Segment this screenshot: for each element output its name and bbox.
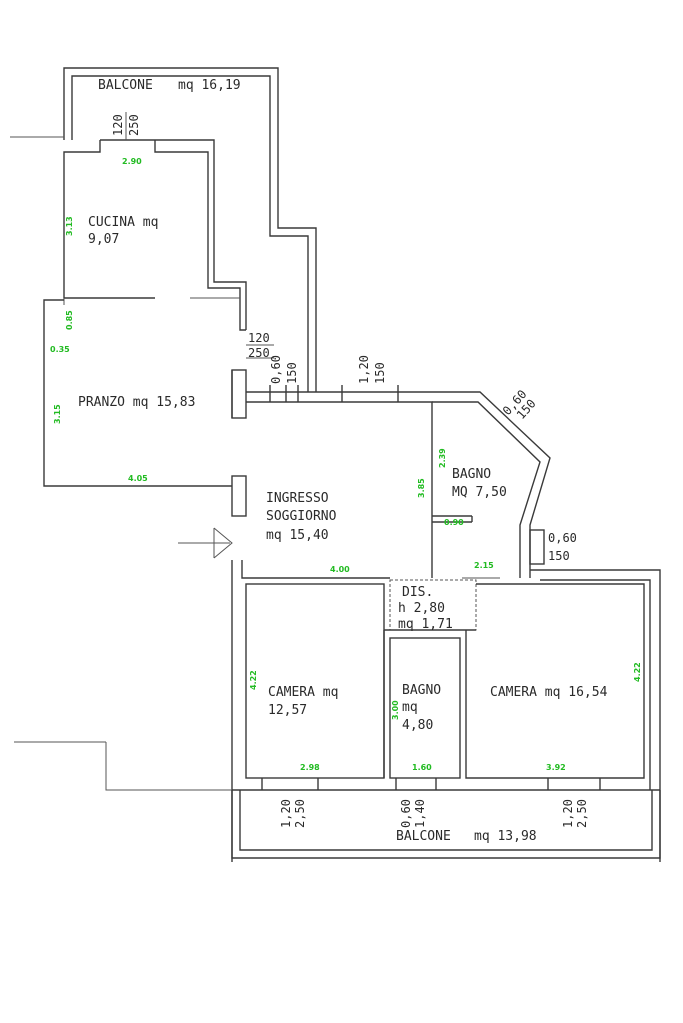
bagno-small-name: BAGNO [402,683,441,698]
dim-ingresso-w: 4.00 [330,565,350,574]
dim-camera-r-w: 3.92 [546,763,566,772]
dis-line2: h 2,80 [398,601,445,616]
balcone-top-walls [10,67,317,392]
win-150: 150 [285,362,299,384]
win-mid-b: 250 [248,346,270,360]
win-bot1-a: 1,20 [279,799,293,828]
pranzo-name: PRANZO mq 15,83 [78,395,195,410]
win-060: 0,60 [269,355,283,384]
balcone-bottom-name: BALCONE [396,829,451,844]
pranzo-walls [43,299,274,487]
balcone-top-area: mq 16,19 [178,78,241,93]
dim-wall-385: 3.85 [417,478,426,498]
dim-bagno-s-h: 3.00 [391,700,400,720]
ingresso-line1: INGRESSO [266,491,329,506]
camera-left-walls [245,583,385,779]
cucina-name: CUCINA mq [88,215,158,230]
dis-line1: DIS. [402,585,433,600]
dim-bagno-w1: 0.90 [444,518,464,527]
dim-bagno-h: 2.39 [438,448,447,468]
dim-camera-l-h: 4.22 [249,670,258,690]
camera-right-walls [465,569,661,862]
dim-cucina-w: 2.90 [122,157,142,166]
camera-right-name: CAMERA mq 16,54 [490,685,608,700]
dim-pranzo-h: 3.15 [53,404,62,424]
dim-camera-l-w: 2.98 [300,763,320,772]
bagno-top-area: MQ 7,50 [452,485,507,500]
win-120b: 1,20 [357,355,371,384]
dim-bagno-s-w: 1.60 [412,763,432,772]
win-150b: 150 [373,362,387,384]
ingresso-line2: SOGGIORNO [266,509,337,524]
balcone-bottom-walls [14,741,661,859]
dim-pranzo-b: 0.35 [50,345,70,354]
balcone-bottom-area: mq 13,98 [474,829,537,844]
dim-camera-r-h: 4.22 [633,662,642,682]
bagno-small-mq: mq [402,700,418,715]
camera-left-name: CAMERA mq [268,685,338,700]
dim-bagno-w2: 2.15 [474,561,494,570]
win-bot3-a: 1,20 [561,799,575,828]
dis-area: mq 1,71 [398,617,453,632]
win-mid-a: 120 [248,331,270,345]
win-right-a: 0,60 [548,531,577,545]
dim-pranzo-a: 0.85 [65,310,74,330]
ingresso-area: mq 15,40 [266,528,329,543]
win-bot2-b: 1,40 [413,799,427,828]
win-bot1-b: 2,50 [293,799,307,828]
win-top-a: 120 [111,114,125,136]
cucina-area: 9,07 [88,232,119,247]
bagno-small-walls [383,629,476,779]
win-bot3-b: 2,50 [575,799,589,828]
balcone-top-name: BALCONE [98,78,153,93]
dis-walls [389,579,477,631]
dim-pranzo-w: 4.05 [128,474,148,483]
win-bot2-a: 0,60 [399,799,413,828]
win-top-b: 250 [127,114,141,136]
dim-cucina-h: 3.13 [65,216,74,236]
bagno-top-walls [432,515,545,579]
bagno-small-area: 4,80 [402,718,433,733]
cucina-walls [63,139,247,331]
win-right-b: 150 [548,549,570,563]
bagno-top-name: BAGNO [452,467,491,482]
camera-left-area: 12,57 [268,703,307,718]
entrance-arrow [178,527,233,559]
